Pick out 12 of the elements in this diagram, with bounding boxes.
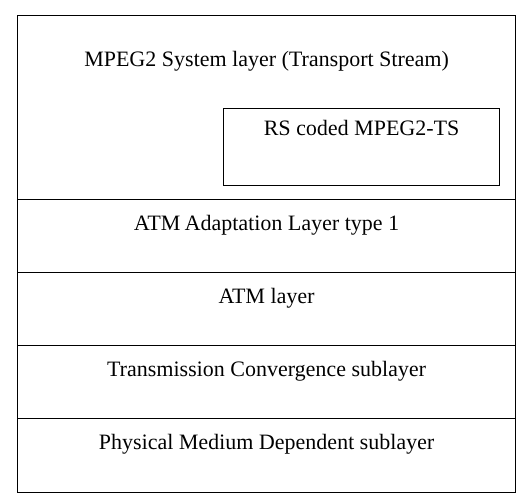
- layer-box: [17, 272, 516, 347]
- layer-box: [17, 15, 516, 201]
- layer-label: Transmission Convergence sublayer: [106, 356, 427, 382]
- layer-box: [17, 345, 516, 420]
- layer-box: [17, 418, 516, 493]
- layer-box: [17, 199, 516, 274]
- layer-label: Physical Medium Dependent sublayer: [98, 429, 436, 455]
- sublayer-box: [223, 108, 500, 186]
- layer-label: ATM layer: [218, 283, 316, 309]
- layer-label: ATM Adaptation Layer type 1: [132, 210, 400, 236]
- layer-label: MPEG2 System layer (Transport Stream): [83, 46, 450, 72]
- layer-label: RS coded MPEG2-TS: [262, 115, 460, 141]
